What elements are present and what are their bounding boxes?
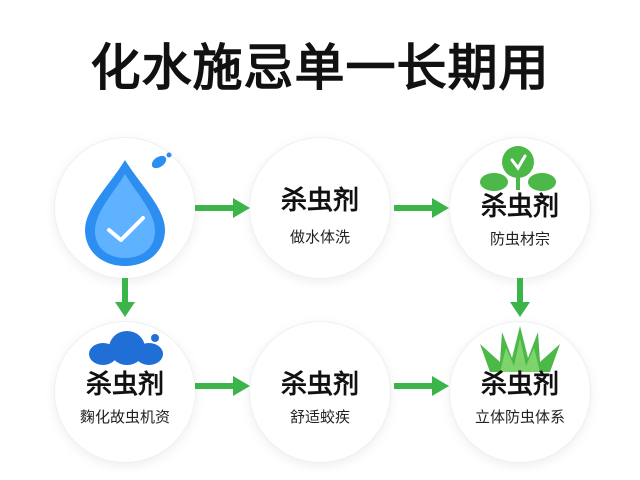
- node-title: 杀虫剂: [480, 370, 559, 400]
- node-title: 杀虫剂: [280, 186, 359, 216]
- grass-icon: [480, 326, 560, 372]
- node-comfort: 杀虫剂 舒适蛟疾: [250, 322, 390, 462]
- node-water: [55, 138, 195, 278]
- arrow-right-icon: [394, 376, 449, 396]
- water-drop-icon: [85, 152, 172, 266]
- sprout-icon: [480, 146, 556, 191]
- arrow-right-icon: [394, 198, 449, 218]
- arrow-down-icon: [510, 278, 530, 317]
- node-title: 杀虫剂: [480, 192, 559, 222]
- node-cloud: 杀虫剂 麴化故虫机资: [55, 322, 195, 462]
- node-subtitle: 防虫材宗: [489, 230, 550, 248]
- node-title: 杀虫剂: [280, 370, 359, 400]
- node-protect: 杀虫剂 防虫材宗: [450, 138, 590, 278]
- arrow-right-icon: [195, 198, 250, 218]
- diagram-title: 化水施忌单一长期用: [90, 39, 550, 97]
- node-subtitle: 舒适蛟疾: [289, 408, 350, 426]
- node-system: 杀虫剂 立体防虫体系: [450, 322, 590, 462]
- node-wash: 杀虫剂 做水体洗: [250, 138, 390, 278]
- cloud-icon: [89, 331, 163, 365]
- node-subtitle: 做水体洗: [289, 228, 350, 246]
- node-subtitle: 立体防虫体系: [474, 408, 565, 426]
- node-title: 杀虫剂: [85, 370, 164, 400]
- arrow-right-icon: [195, 376, 250, 396]
- arrow-down-icon: [115, 278, 135, 317]
- node-subtitle: 麴化故虫机资: [79, 408, 170, 426]
